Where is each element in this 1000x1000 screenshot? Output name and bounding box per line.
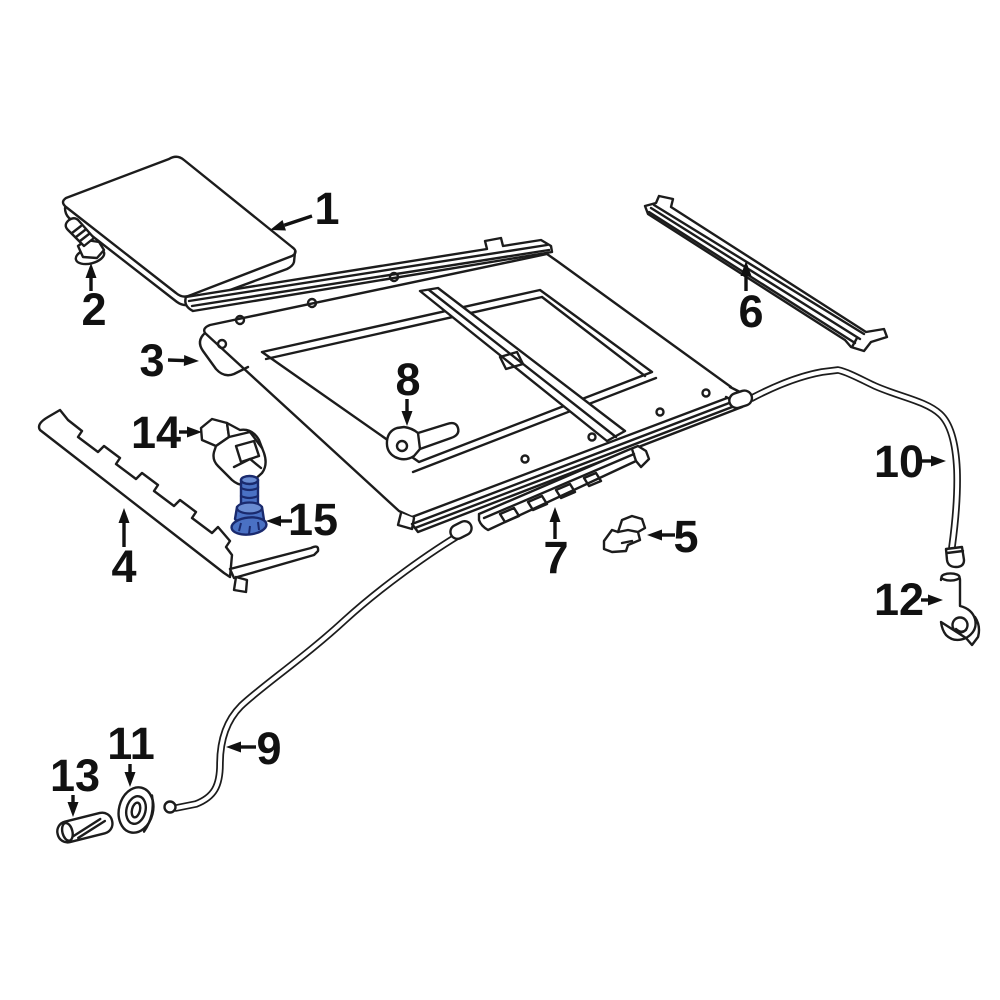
callout-5-arrow-head <box>647 529 662 541</box>
callout-3-frame-assembly[interactable]: 3 <box>139 335 199 386</box>
callout-14-motor[interactable]: 14 <box>131 407 202 458</box>
callout-8-label[interactable]: 8 <box>395 354 420 405</box>
callout-13-label[interactable]: 13 <box>50 750 100 801</box>
part-10-rear-drain-hose[interactable] <box>727 366 966 569</box>
callout-12-arrow-head <box>928 594 943 606</box>
callout-12-hose-connector[interactable]: 12 <box>874 574 943 625</box>
callout-6-arrow-head <box>740 261 752 276</box>
callout-8-arrow-head <box>401 411 413 426</box>
callout-3-label[interactable]: 3 <box>139 335 164 386</box>
callout-9-label[interactable]: 9 <box>256 723 281 774</box>
callout-1-label[interactable]: 1 <box>314 183 339 234</box>
callout-3-arrow-head <box>183 355 199 367</box>
callout-1-arrow-head <box>270 220 286 231</box>
callout-9-arrow-head <box>226 741 241 753</box>
part-4-side-rail[interactable] <box>37 408 320 594</box>
callout-3-arrow-line <box>167 358 185 363</box>
callout-4-label[interactable]: 4 <box>111 541 136 592</box>
callout-13-arrow-head <box>67 802 79 817</box>
callout-9-front-drain-hose[interactable]: 9 <box>226 723 282 774</box>
callout-14-arrow-head <box>187 426 202 438</box>
part-15-mounting-bolt-highlighted[interactable] <box>230 474 268 536</box>
part-6-deflector-rail[interactable] <box>643 194 889 353</box>
part-7-guide-rail[interactable] <box>477 444 651 532</box>
part-3-frame-assembly[interactable] <box>184 236 744 534</box>
callout-2-screw[interactable]: 2 <box>81 263 107 335</box>
callout-11-grommet[interactable]: 11 <box>107 718 155 787</box>
callout-7-label[interactable]: 7 <box>543 532 568 583</box>
callout-10-label[interactable]: 10 <box>874 436 924 487</box>
callout-12-label[interactable]: 12 <box>874 574 924 625</box>
callout-10-rear-drain-hose[interactable]: 10 <box>874 436 946 487</box>
callout-10-arrow-head <box>931 455 946 467</box>
callout-4-arrow-head <box>118 508 130 523</box>
part-5-guide-clip[interactable] <box>602 514 647 554</box>
callout-8-handle[interactable]: 8 <box>395 354 421 426</box>
callout-2-label[interactable]: 2 <box>81 284 106 335</box>
part-8-handle[interactable] <box>385 421 460 461</box>
part-14-motor[interactable] <box>199 417 267 493</box>
callout-2-arrow-head <box>85 263 97 278</box>
callout-14-label[interactable]: 14 <box>131 407 181 458</box>
part-11-grommet[interactable] <box>114 784 158 837</box>
callout-15-arrow-head <box>266 515 281 527</box>
callout-7-guide-rail[interactable]: 7 <box>543 507 569 583</box>
callout-1-glass-panel[interactable]: 1 <box>270 183 340 234</box>
part-1-glass-panel[interactable] <box>61 155 297 307</box>
callout-15-label[interactable]: 15 <box>288 494 338 545</box>
callout-6-deflector-rail[interactable]: 6 <box>738 261 764 337</box>
part-2-screw[interactable] <box>64 217 106 267</box>
callout-6-label[interactable]: 6 <box>738 286 763 337</box>
callout-4-side-rail[interactable]: 4 <box>111 508 137 592</box>
callout-5-guide-clip[interactable]: 5 <box>647 511 699 562</box>
callout-15-mounting-bolt[interactable]: 15 <box>266 494 338 545</box>
callout-13-hose-end-cap[interactable]: 13 <box>50 750 100 817</box>
callout-7-arrow-head <box>549 507 561 522</box>
callout-5-label[interactable]: 5 <box>673 511 698 562</box>
callout-11-arrow-head <box>124 772 136 787</box>
part-13-hose-end-cap[interactable] <box>55 811 114 845</box>
part-9-front-drain-hose[interactable] <box>163 519 474 814</box>
part-12-hose-connector[interactable] <box>939 572 981 647</box>
callout-11-label[interactable]: 11 <box>107 718 155 769</box>
callout-1-arrow-line <box>283 214 313 227</box>
